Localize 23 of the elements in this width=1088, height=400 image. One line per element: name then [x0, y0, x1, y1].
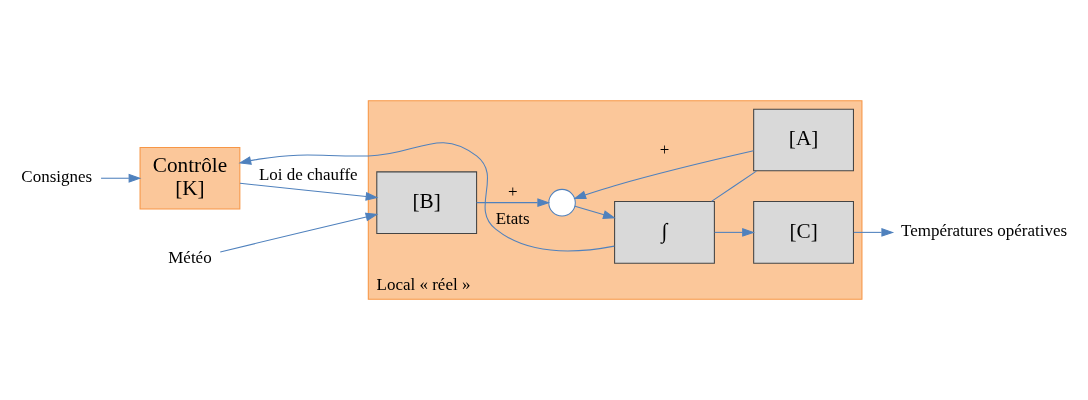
edge-label: Etats [495, 208, 530, 228]
arrow [219, 212, 379, 253]
arrow [573, 150, 755, 200]
node-box: ∫ [614, 201, 715, 264]
node-box: Contrôle [K] [139, 146, 241, 210]
edge-label: + [507, 182, 518, 202]
arrow [853, 227, 895, 237]
node-box: [C] [753, 201, 854, 264]
arrow [100, 173, 142, 183]
node-text: Météo [168, 247, 212, 267]
arrow [476, 198, 551, 208]
connector [711, 170, 757, 202]
node-box: [B] [376, 171, 478, 234]
edge-label: Loi de chauffe [259, 165, 358, 185]
node-text: Consignes [21, 167, 93, 187]
edge-label: + [659, 139, 670, 159]
node-text: Températures opératives [901, 221, 1068, 241]
arrow [238, 142, 615, 252]
arrow [239, 182, 379, 201]
node-circle [548, 188, 576, 217]
arrow [574, 205, 616, 219]
node-box: [A] [753, 108, 854, 172]
arrow [714, 227, 755, 237]
